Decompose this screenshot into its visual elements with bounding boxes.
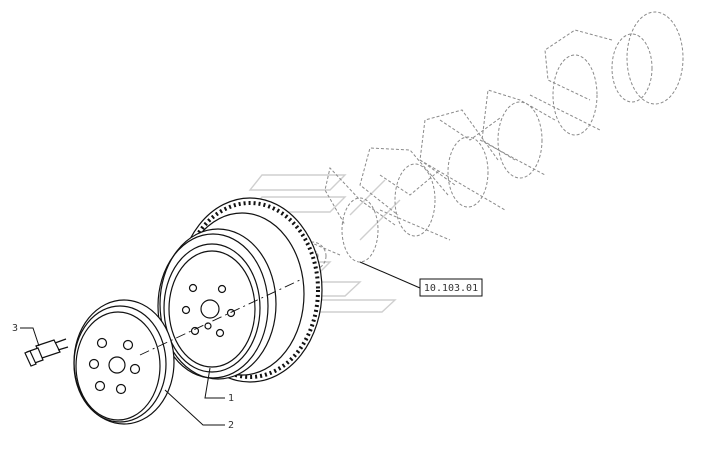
bolt-pulley-assembly (73, 299, 175, 425)
axis-line (139, 279, 301, 356)
reference-box-label: 10.103.01 (424, 283, 478, 294)
pulley-icon (157, 228, 277, 380)
bolt-icon (24, 338, 69, 367)
part-label-2: 2 (228, 420, 234, 431)
leader-line-2 (164, 389, 225, 426)
leader-line-3 (20, 327, 40, 347)
crankshaft-icon (295, 11, 684, 271)
part-label-1: 1 (228, 393, 234, 404)
part-label-3: 3 (12, 323, 18, 334)
leader-line-1 (204, 367, 225, 399)
crankshaft-reference-callout: 10.103.01 (359, 261, 483, 297)
